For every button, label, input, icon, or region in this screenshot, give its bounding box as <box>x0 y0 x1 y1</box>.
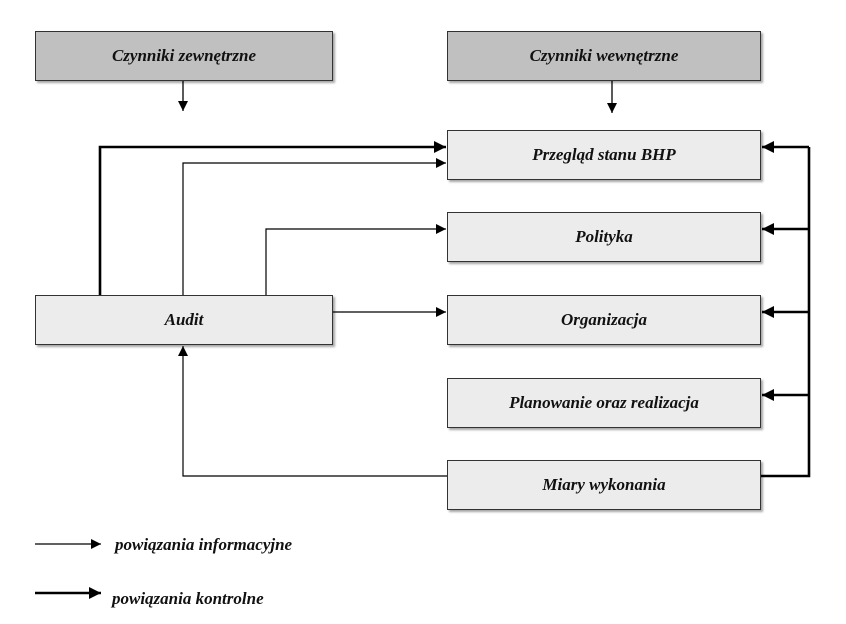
audit-policy-info-line <box>265 224 446 295</box>
measures-box: Miary wykonania <box>447 460 761 510</box>
control-bus-line <box>761 147 811 478</box>
organization-box: Organizacja <box>447 295 761 345</box>
planning-box: Planowanie oraz realizacja <box>447 378 761 428</box>
audit-review-control-line <box>98 141 446 295</box>
legend-info-label: powiązania informacyjne <box>115 535 293 554</box>
policy-box: Polityka <box>447 212 761 262</box>
internal-factors-label: Czynniki wewnętrzne <box>529 46 679 65</box>
external-factors-label: Czynniki zewnętrzne <box>111 46 257 65</box>
planning-label: Planowanie oraz realizacja <box>509 393 699 412</box>
external-factors-box: Czynniki zewnętrzne <box>35 31 333 81</box>
review-box: Przegląd stanu BHP <box>447 130 761 180</box>
legend-control-label: powiązania kontrolne <box>112 589 264 608</box>
internal-factors-box: Czynniki wewnętrzne <box>447 31 761 81</box>
organization-label: Organizacja <box>561 310 647 329</box>
review-label: Przegląd stanu BHP <box>532 145 676 164</box>
policy-label: Polityka <box>575 227 633 246</box>
measures-audit-info-line <box>178 346 447 477</box>
audit-label: Audit <box>164 310 204 329</box>
audit-review-info-line <box>182 158 446 295</box>
measures-label: Miary wykonania <box>542 475 666 494</box>
audit-box: Audit <box>35 295 333 345</box>
